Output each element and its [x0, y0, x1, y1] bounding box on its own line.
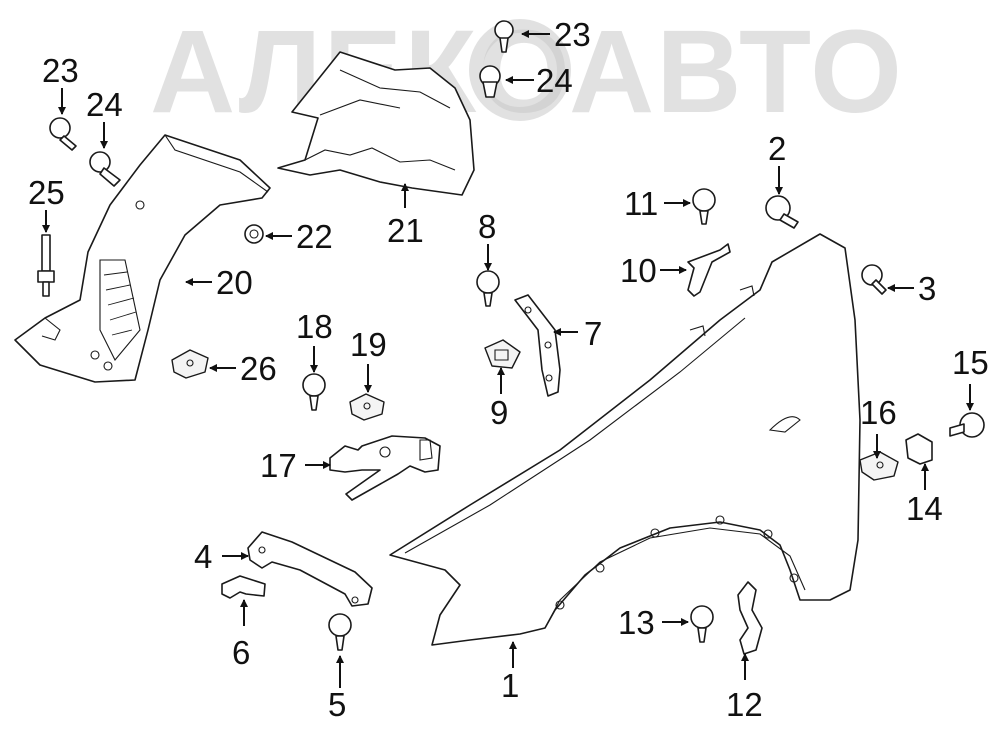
rivet-24-left [89, 151, 121, 187]
callout-18: 18 [296, 308, 333, 345]
wheel-liner-part [14, 134, 271, 383]
callout-14: 14 [906, 490, 943, 527]
callout-5: 5 [328, 686, 346, 723]
fender-part [389, 233, 861, 646]
callout-12: 12 [726, 686, 763, 723]
upper-liner-part [277, 51, 475, 196]
screw-23-left [49, 117, 77, 151]
plate-14-part [905, 433, 933, 465]
callout-13: 13 [618, 604, 655, 641]
watermark-logo: АЛЕКОАВТО [150, 6, 902, 138]
callout-labels: 1 2 3 4 5 6 7 8 9 10 11 12 13 14 15 16 1… [28, 16, 989, 723]
screw-23-top [494, 20, 514, 53]
screw-18 [302, 373, 326, 411]
callout-24-left: 24 [86, 86, 123, 123]
nut-22 [244, 224, 264, 244]
callout-24-top: 24 [536, 62, 573, 99]
bracket-7-part [514, 294, 561, 397]
clip-nut-9-part [484, 339, 521, 369]
callout-23-top: 23 [554, 16, 591, 53]
rivet-3 [861, 264, 887, 295]
screw-11 [692, 188, 716, 225]
callout-2: 2 [768, 130, 786, 167]
leaders [42, 30, 974, 688]
clip-nut-16-part [859, 451, 899, 481]
callout-23-left: 23 [42, 52, 79, 89]
callout-19: 19 [350, 326, 387, 363]
bracket-10-part [687, 243, 731, 297]
screw-5 [328, 613, 352, 651]
callout-3: 3 [918, 270, 936, 307]
fasteners [37, 20, 985, 651]
callout-16: 16 [860, 394, 897, 431]
callout-9: 9 [490, 394, 508, 431]
callout-1: 1 [501, 667, 519, 704]
callout-6: 6 [232, 634, 250, 671]
bracket-12-part [737, 581, 763, 655]
support-bracket-4-part [247, 531, 373, 607]
callout-21: 21 [387, 212, 424, 249]
callout-7: 7 [584, 315, 602, 352]
callout-17: 17 [260, 447, 297, 484]
callout-8: 8 [478, 208, 496, 245]
clip-6-part [221, 575, 266, 599]
rivet-24-top [479, 65, 501, 98]
callout-25: 25 [28, 174, 65, 211]
screw-8 [476, 270, 500, 307]
callout-4: 4 [194, 538, 212, 575]
screw-15 [949, 412, 985, 438]
callout-20: 20 [216, 264, 253, 301]
clip-nut-26-part [171, 349, 209, 379]
callout-22: 22 [296, 218, 333, 255]
hinge-bracket-17-part [329, 435, 441, 501]
callout-10: 10 [620, 252, 657, 289]
callout-15: 15 [952, 344, 989, 381]
callout-11: 11 [624, 185, 658, 222]
clip-nut-19-part [349, 393, 385, 421]
stud-25 [37, 234, 55, 297]
callout-26: 26 [240, 350, 277, 387]
screw-13 [690, 605, 714, 643]
screw-2 [765, 195, 799, 229]
